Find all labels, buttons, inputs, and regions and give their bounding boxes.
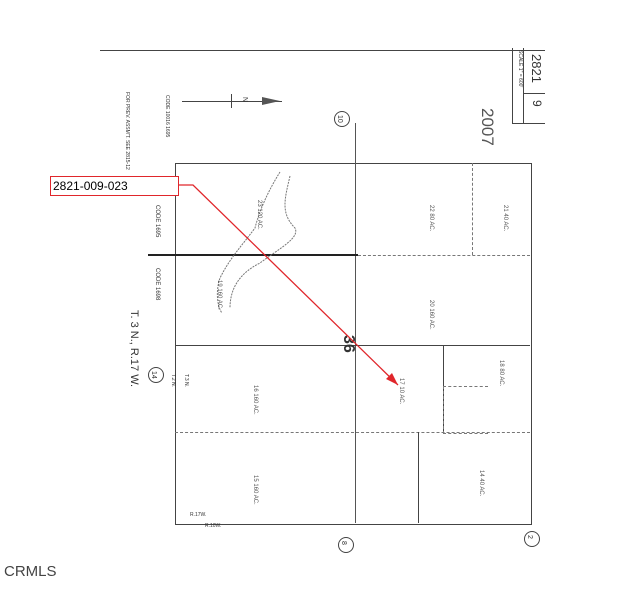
index-box-divider xyxy=(523,48,524,123)
sheet-top-border xyxy=(100,50,545,51)
r10w-label: R.10W. xyxy=(205,523,222,529)
section-2-marker: 2 xyxy=(524,531,540,547)
map-index-box: SCALE 1" = 600' 2821 9 xyxy=(512,48,545,124)
index-box-divider xyxy=(523,93,545,94)
r17w-label: R.17W. xyxy=(190,512,207,518)
crmls-watermark: CRMLS xyxy=(4,563,57,580)
parcel-outline xyxy=(443,386,488,434)
north-arrow xyxy=(182,101,282,102)
section-8-marker: 8 xyxy=(338,537,354,553)
apn-callout-label: 2821-009-023 xyxy=(50,176,179,196)
river-outline xyxy=(216,171,297,314)
parcel-line xyxy=(358,255,530,256)
section-14-marker: 14 xyxy=(148,367,164,383)
parcel-line xyxy=(472,163,473,255)
parcel-line xyxy=(175,345,530,346)
parcel-line xyxy=(175,432,530,433)
parcel-line xyxy=(418,432,419,523)
section-center-line xyxy=(355,123,356,523)
arrow-head-icon xyxy=(262,97,280,105)
section-10-marker: 10 xyxy=(334,111,350,127)
code-boundary-line xyxy=(148,254,358,256)
north-arrow-tick xyxy=(231,94,232,108)
section-boundary xyxy=(175,163,532,525)
